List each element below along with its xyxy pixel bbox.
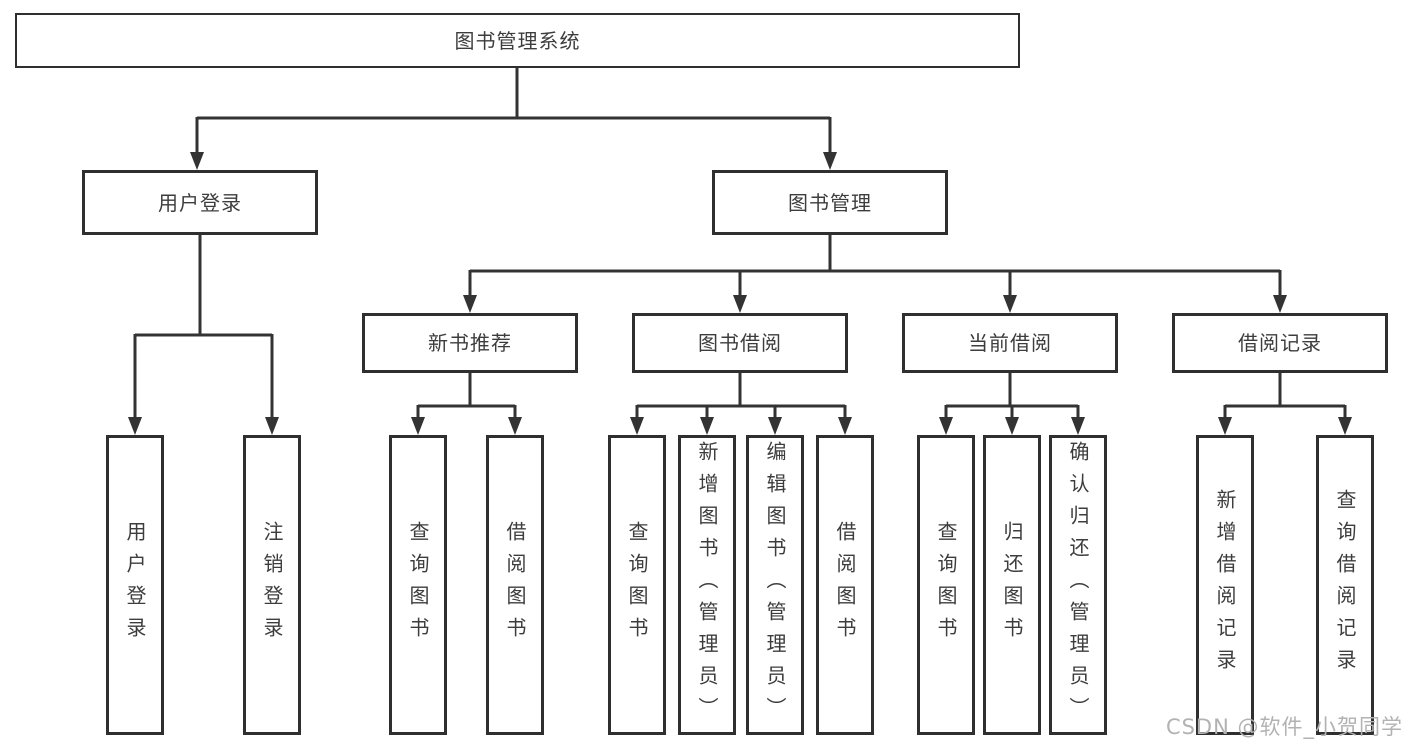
node-leaf-borrow-books-recommend: 借阅图书 (486, 435, 544, 735)
node-leaf-logout: 注销登录 (243, 435, 301, 735)
node-label: 查询图书 (406, 521, 430, 649)
node-label: 查询图书 (625, 521, 649, 649)
node-label: 借阅记录 (1238, 331, 1322, 355)
node-current-borrow: 当前借阅 (902, 313, 1118, 373)
node-label: 确认归还（管理员） (1066, 441, 1090, 729)
node-leaf-return-book: 归还图书 (983, 435, 1041, 735)
node-label: 查询借阅记录 (1333, 489, 1357, 681)
node-label: 图书管理 (788, 190, 872, 215)
node-leaf-add-book-admin: 新增图书（管理员） (678, 435, 736, 735)
node-label: 图书管理系统 (454, 28, 581, 53)
node-user-login: 用户登录 (82, 170, 318, 235)
node-leaf-query-books-current: 查询图书 (917, 435, 975, 735)
node-new-book-recommend: 新书推荐 (362, 313, 578, 373)
node-system-root: 图书管理系统 (15, 13, 1020, 68)
node-label: 借阅图书 (503, 521, 527, 649)
node-book-borrow: 图书借阅 (632, 313, 848, 373)
node-label: 用户登录 (123, 521, 147, 649)
node-label: 用户登录 (158, 190, 242, 215)
node-book-management: 图书管理 (712, 170, 948, 235)
node-leaf-confirm-return-admin: 确认归还（管理员） (1049, 435, 1107, 735)
node-label: 当前借阅 (968, 331, 1052, 355)
node-label: 图书借阅 (698, 331, 782, 355)
node-label: 新书推荐 (428, 331, 512, 355)
node-leaf-edit-book-admin: 编辑图书（管理员） (746, 435, 804, 735)
node-leaf-query-books-borrow: 查询图书 (608, 435, 666, 735)
node-label: 新增借阅记录 (1213, 489, 1237, 681)
node-label: 查询图书 (934, 521, 958, 649)
node-label: 注销登录 (260, 521, 284, 649)
node-label: 归还图书 (1000, 521, 1024, 649)
node-leaf-borrow-books-borrow: 借阅图书 (816, 435, 874, 735)
node-leaf-add-borrow-record: 新增借阅记录 (1196, 435, 1254, 735)
node-label: 编辑图书（管理员） (763, 441, 787, 729)
node-leaf-query-borrow-record: 查询借阅记录 (1316, 435, 1374, 735)
node-label: 新增图书（管理员） (695, 441, 719, 729)
watermark: CSDN @软件_小贺同学 (1165, 715, 1403, 739)
node-label: 借阅图书 (833, 521, 857, 649)
node-borrow-records: 借阅记录 (1172, 313, 1388, 373)
node-leaf-query-books-recommend: 查询图书 (389, 435, 447, 735)
node-leaf-user-login: 用户登录 (106, 435, 164, 735)
